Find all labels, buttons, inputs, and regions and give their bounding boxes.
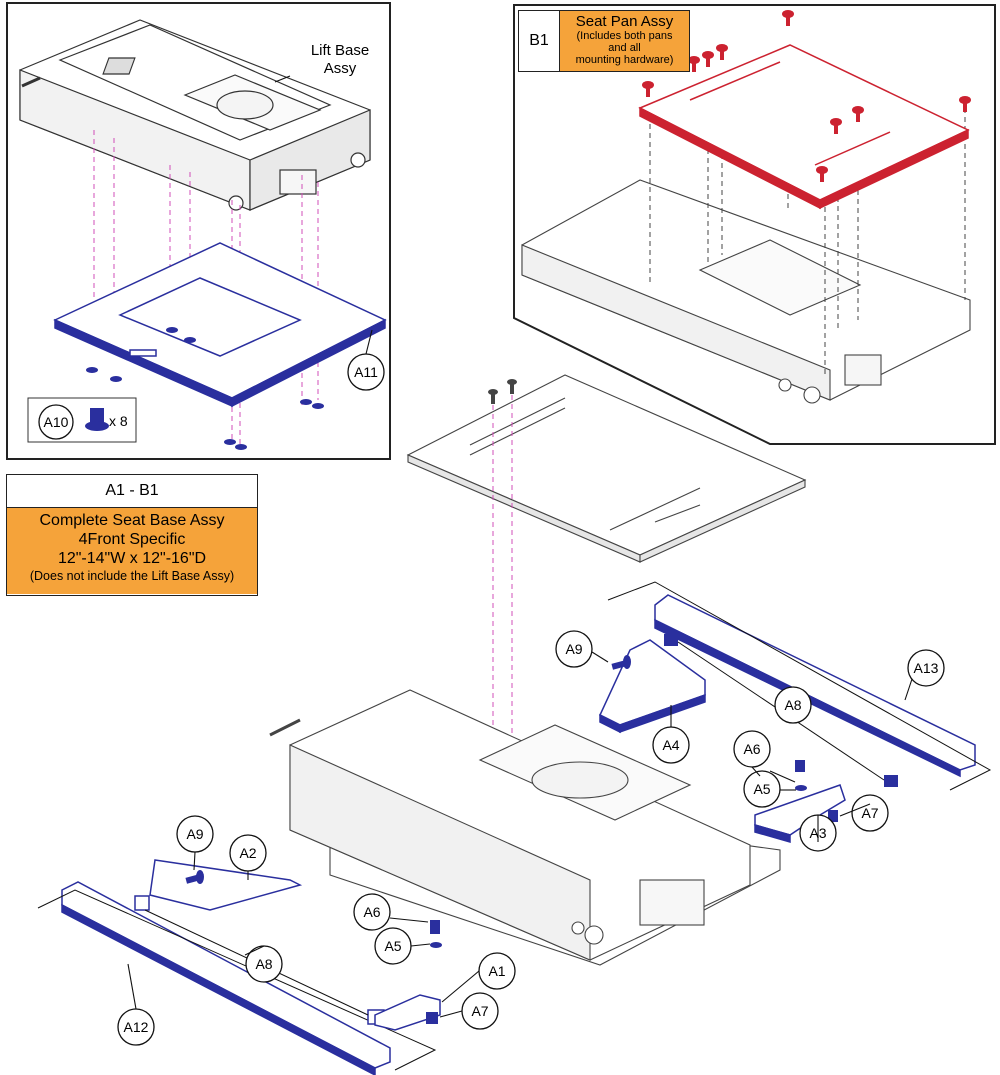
lift-base-label: Lift Base Assy bbox=[300, 42, 380, 78]
callout-leaders bbox=[127, 75, 913, 1018]
callout-a12: A12 bbox=[123, 1019, 149, 1035]
lift-base-label-line1: Lift Base bbox=[310, 42, 370, 59]
legend-box: A1 - B1 Complete Seat Base Assy 4Front S… bbox=[6, 474, 258, 596]
center-pink-leaders bbox=[492, 395, 513, 790]
screw-a9-top-icon bbox=[611, 655, 631, 670]
callout-a10: A10 bbox=[43, 414, 69, 430]
lift-base-label-line2: Assy bbox=[323, 60, 357, 77]
legend-line3: 12"-14"W x 12"-16"D bbox=[57, 550, 207, 567]
hardware-a5-a6-a7-bottom bbox=[426, 920, 442, 1024]
callout-a5-top: A5 bbox=[753, 781, 771, 797]
legend-body: Complete Seat Base Assy 4Front Specific … bbox=[7, 508, 257, 594]
callout-a4: A4 bbox=[662, 737, 680, 753]
callout-a11: A11 bbox=[354, 364, 378, 380]
seat-pan-header: B1 Seat Pan Assy (Includes both pans and… bbox=[518, 10, 690, 72]
center-seat-pan bbox=[406, 374, 807, 563]
callout-a8-bottom: A8 bbox=[255, 956, 273, 972]
callout-a7-top: A7 bbox=[861, 805, 879, 821]
callout-a3: A3 bbox=[809, 825, 827, 841]
callout-a2: A2 bbox=[239, 845, 257, 861]
screw-a9-bottom-icon bbox=[185, 870, 204, 884]
seat-pan-note-2: and all bbox=[608, 42, 641, 54]
callout-a5-bottom: A5 bbox=[384, 938, 402, 954]
rail-a12 bbox=[61, 881, 391, 1075]
callout-a9-top: A9 bbox=[565, 641, 583, 657]
callout-circles bbox=[38, 353, 945, 1046]
mounting-plate-a11 bbox=[53, 242, 387, 408]
seat-pan-title-block: Seat Pan Assy (Includes both pans and al… bbox=[560, 11, 689, 71]
rail-a13-outline bbox=[607, 581, 992, 791]
seat-pan-red bbox=[638, 44, 970, 210]
bracket-a1 bbox=[374, 994, 441, 1031]
legend-range: A1 - B1 bbox=[7, 475, 257, 508]
seat-pan-screws bbox=[642, 10, 971, 182]
seat-pan-note-3: mounting hardware) bbox=[575, 54, 674, 66]
clip-a8-top bbox=[664, 634, 898, 787]
bracket-a2 bbox=[134, 859, 303, 911]
callout-a6-top: A6 bbox=[743, 741, 761, 757]
callout-a7-bottom: A7 bbox=[471, 1003, 489, 1019]
hardware-a5-a6-a7-top bbox=[795, 760, 838, 822]
hardware-qty-label: x 8 bbox=[109, 413, 128, 429]
callout-a13: A13 bbox=[913, 660, 939, 676]
seat-base-frame-in-inset bbox=[521, 179, 971, 404]
legend-line1: Complete Seat Base Assy bbox=[39, 512, 225, 529]
callout-a9-bottom: A9 bbox=[186, 826, 204, 842]
main-seat-base-assembly bbox=[269, 689, 781, 966]
seat-pan-note-1: (Includes both pans bbox=[576, 30, 673, 42]
screw-a10-icon bbox=[85, 408, 109, 431]
seat-pan-title: Seat Pan Assy bbox=[575, 13, 674, 30]
callout-a6-bottom: A6 bbox=[363, 904, 381, 920]
lift-base-assembly-top bbox=[19, 19, 371, 211]
callout-a8-top: A8 bbox=[784, 697, 802, 713]
plate-screws bbox=[86, 327, 324, 450]
legend-line2: 4Front Specific bbox=[78, 531, 186, 548]
center-pan-screws bbox=[488, 379, 517, 404]
legend-line4: (Does not include the Lift Base Assy) bbox=[29, 569, 235, 583]
callout-a1: A1 bbox=[488, 963, 506, 979]
callout-b1: B1 bbox=[519, 11, 560, 71]
